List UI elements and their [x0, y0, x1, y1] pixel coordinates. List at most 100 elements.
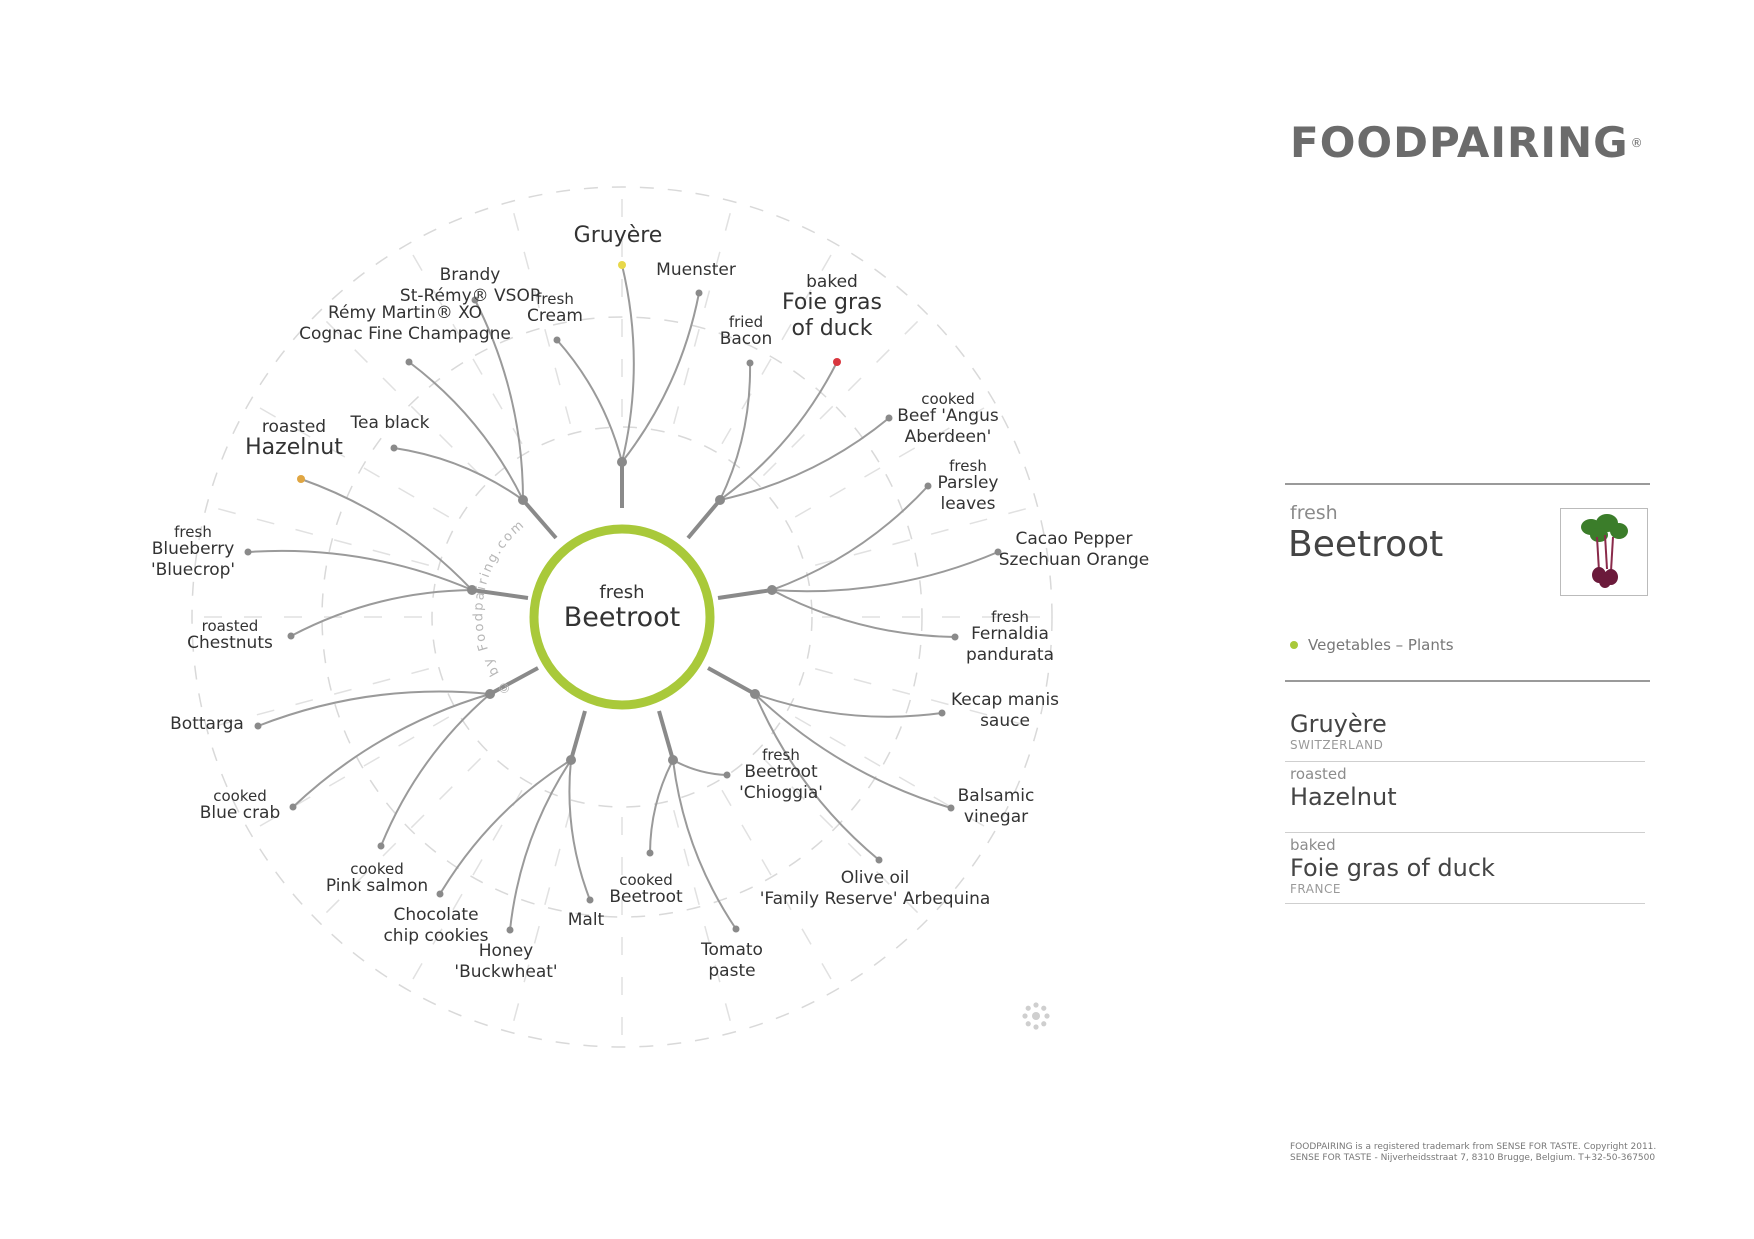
wheel-item-state: cooked	[213, 787, 267, 805]
endpoint-foie[interactable]	[833, 358, 841, 366]
spinner-center	[1032, 1012, 1040, 1020]
wheel-item-tea[interactable]: Tea black	[350, 413, 430, 433]
branch-olive	[754, 693, 880, 861]
endpoint-beet_cooked[interactable]	[646, 849, 654, 857]
spinner-dot	[1025, 1021, 1031, 1027]
branch-chestnuts	[290, 589, 473, 637]
background-spoke	[673, 809, 737, 1043]
branch-cream	[556, 339, 623, 463]
endpoint-bacon[interactable]	[746, 359, 754, 367]
pairing-item-gruyere[interactable]: Gruyère SWITZERLAND	[1290, 710, 1387, 752]
endpoint-crab[interactable]	[289, 803, 297, 811]
wheel-item-label: Beetroot	[609, 887, 683, 907]
wheel-item-label: Gruyère	[574, 223, 663, 248]
wheel-item-state: roasted	[202, 617, 259, 635]
divider-mid	[1285, 680, 1650, 682]
branch-fernaldia	[771, 589, 956, 638]
endpoint-muenster[interactable]	[695, 289, 703, 297]
endpoint-blueberry[interactable]	[244, 548, 252, 556]
endpoint-salmon[interactable]	[377, 842, 385, 850]
endpoint-honey[interactable]	[506, 926, 514, 934]
endpoint-chioggia[interactable]	[723, 771, 731, 779]
endpoint-hazelnut[interactable]	[297, 475, 305, 483]
branch-tomato	[672, 759, 737, 930]
endpoint-cream[interactable]	[553, 336, 561, 344]
endpoint-kecap[interactable]	[938, 709, 946, 717]
endpoint-beef[interactable]	[885, 414, 893, 422]
branch-malt	[568, 759, 591, 901]
spinner-dot	[1033, 1002, 1039, 1008]
branch-tea	[393, 447, 524, 501]
wheel-item-label: Chestnuts	[187, 633, 273, 653]
endpoint-tomato[interactable]	[732, 925, 740, 933]
wheel-item-label: Parsley	[938, 473, 999, 493]
center-ring[interactable]	[529, 524, 715, 710]
center-state: fresh	[599, 582, 644, 603]
endpoint-brandy[interactable]	[471, 296, 479, 304]
wheel-item-olive[interactable]: Olive oil'Family Reserve' Arbequina	[760, 868, 991, 909]
category-tag: Vegetables – Plants	[1290, 636, 1454, 654]
background-spokes	[182, 177, 1062, 1057]
wheel-item-honey[interactable]: Honey'Buckwheat'	[454, 941, 557, 982]
wheel-item-label: vinegar	[964, 807, 1028, 827]
endpoint-malt[interactable]	[586, 896, 594, 904]
endpoint-tea[interactable]	[390, 444, 398, 452]
background-spoke	[240, 716, 450, 838]
branch-salmon	[380, 693, 491, 847]
wheel-item-label: Beetroot	[744, 762, 818, 782]
wheel-item-label: 'Buckwheat'	[454, 962, 557, 982]
endpoint-chestnuts[interactable]	[287, 632, 295, 640]
wheel-item-label: Blueberry	[152, 539, 235, 559]
endpoint-cacao[interactable]	[994, 548, 1002, 556]
wheel-item-label: 'Chioggia'	[739, 783, 823, 803]
wheel-item-gruyere[interactable]: Gruyère	[574, 223, 663, 248]
footer: FOODPAIRING is a registered trademark fr…	[1290, 1142, 1656, 1164]
endpoint-balsamic[interactable]	[947, 804, 955, 812]
pairing-item-hazelnut[interactable]: roasted Hazelnut	[1290, 765, 1397, 811]
endpoint-olive[interactable]	[875, 856, 883, 864]
endpoint-parsley[interactable]	[924, 482, 932, 490]
pairing-name: Hazelnut	[1290, 783, 1397, 811]
endpoint-bottarga[interactable]	[254, 722, 262, 730]
endpoint-remy[interactable]	[405, 358, 413, 366]
branch-foie	[719, 361, 838, 501]
wheel-item-label: Brandy	[440, 265, 501, 285]
endpoint-fernaldia[interactable]	[951, 633, 959, 641]
branch-muenster	[621, 292, 700, 463]
pairing-divider	[1285, 903, 1645, 904]
endpoint-gruyere[interactable]	[618, 261, 626, 269]
pairing-item-foie-gras[interactable]: baked Foie gras of duck FRANCE	[1290, 836, 1495, 896]
stem-w	[471, 588, 529, 600]
branch-bottarga	[257, 690, 491, 727]
pairing-divider	[1285, 832, 1645, 833]
wheel-item-malt[interactable]: Malt	[568, 910, 605, 930]
background-spoke	[240, 396, 450, 518]
wheel-item-muenster[interactable]: Muenster	[656, 260, 736, 280]
selected-state: fresh	[1290, 502, 1338, 524]
wheel-item-bottarga[interactable]: Bottarga	[170, 714, 244, 734]
endpoint-choc[interactable]	[436, 890, 444, 898]
wheel-item-label: Fernaldia	[971, 624, 1049, 644]
background-spoke	[721, 789, 843, 999]
logo-text: FOODPAIRING	[1290, 118, 1629, 167]
